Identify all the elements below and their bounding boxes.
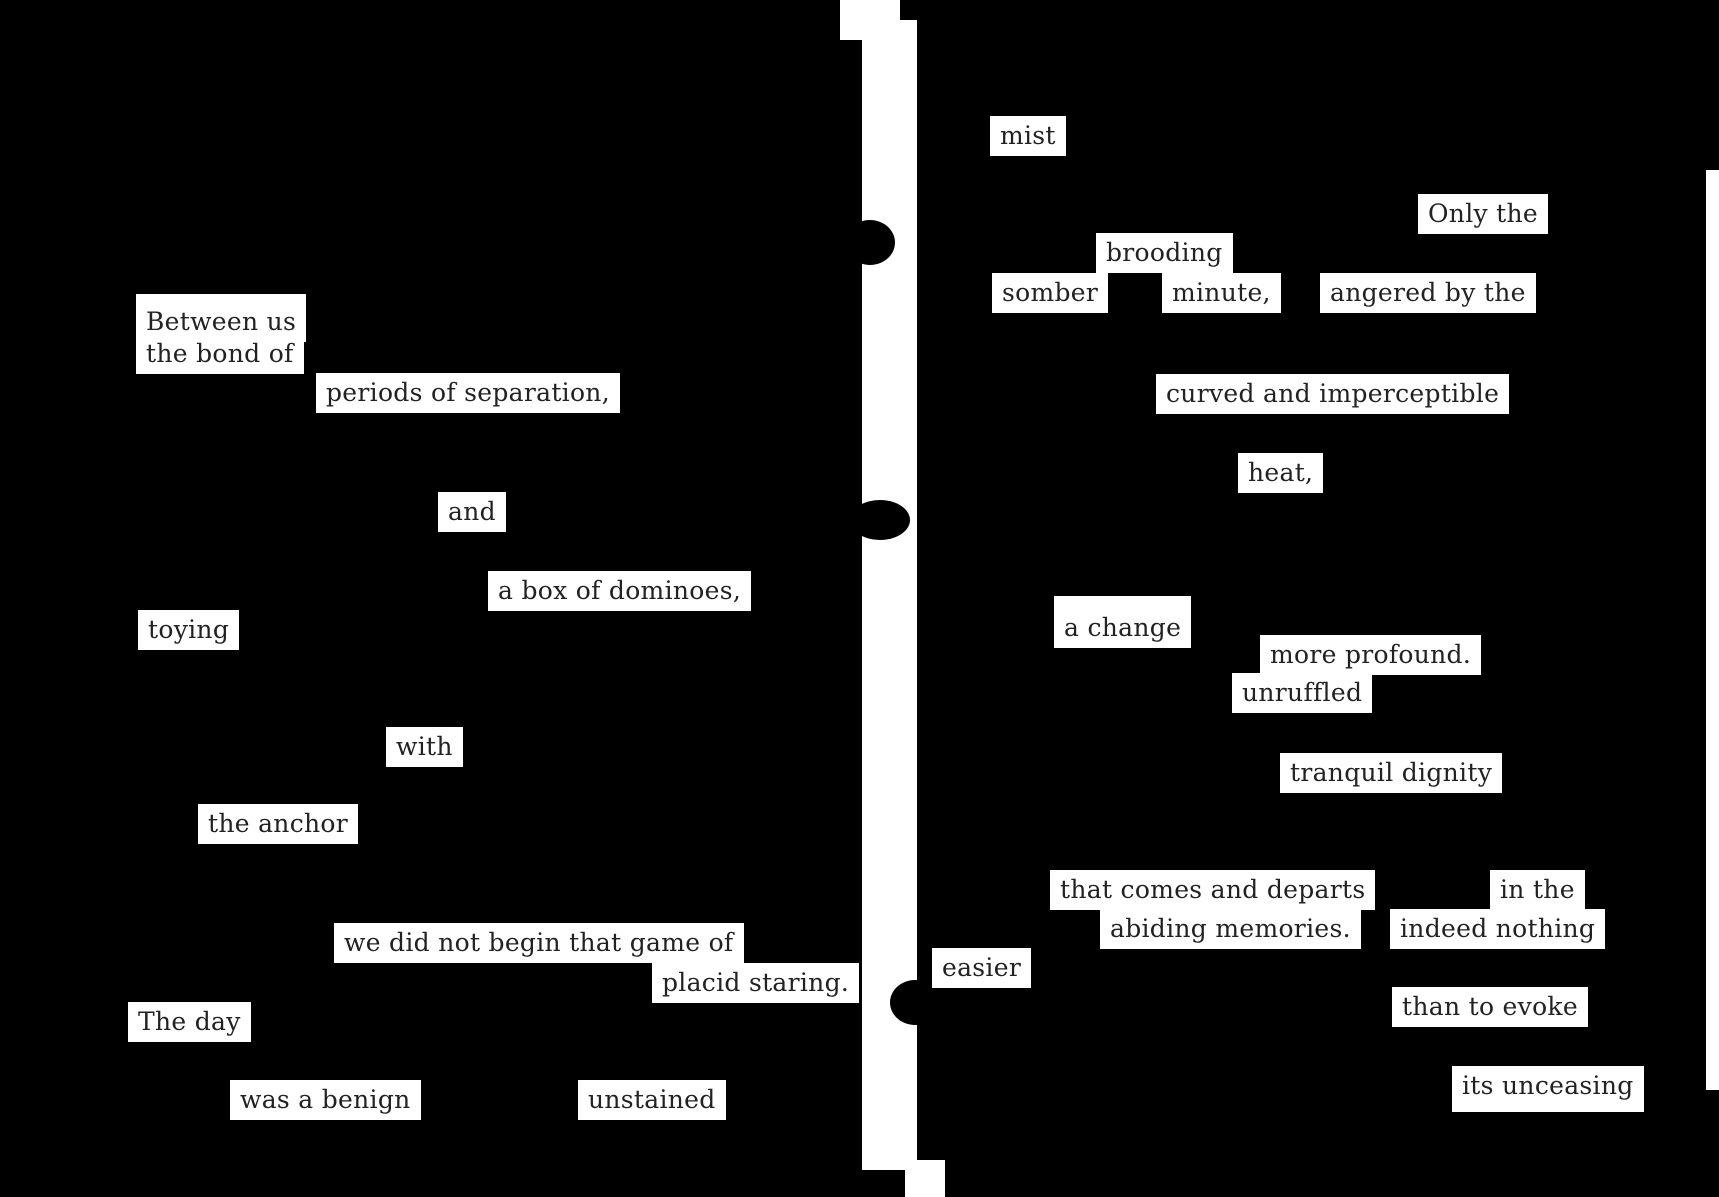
blackout-word: a box of dominoes, [488, 571, 752, 611]
blackout-word: placid staring. [652, 963, 860, 1003]
blackout-word: curved and imperceptible [1156, 374, 1510, 414]
blackout-word: mist [990, 116, 1066, 156]
blackout-word: than to evoke [1392, 987, 1588, 1027]
blackout-word: the anchor [198, 804, 358, 844]
blackout-word: toying [138, 610, 240, 650]
bottom-edge [905, 1160, 945, 1197]
blackout-word: Only the [1418, 194, 1549, 234]
blackout-word: more profound. [1260, 635, 1482, 675]
blackout-word: with [386, 727, 463, 767]
blackout-word: was a benign [230, 1080, 421, 1120]
right-margin [1706, 170, 1719, 1090]
blackout-word: that comes and departs [1050, 870, 1376, 910]
blackout-word: a change [1054, 596, 1192, 648]
blackout-word: unstained [578, 1080, 726, 1120]
blackout-word: periods of separation, [316, 373, 620, 413]
blackout-word: minute, [1162, 273, 1281, 313]
blackout-word: brooding [1096, 233, 1233, 273]
blackout-word: unruffled [1232, 673, 1373, 713]
top-gap [840, 0, 900, 40]
blackout-word: we did not begin that game of [334, 923, 744, 963]
page-gutter [862, 20, 917, 1170]
blackout-word: angered by the [1320, 273, 1536, 313]
blackout-word: heat, [1238, 453, 1324, 493]
blackout-word: indeed nothing [1390, 909, 1606, 949]
blackout-word: abiding memories. [1100, 909, 1361, 949]
blackout-word: in the [1490, 870, 1585, 910]
blackout-word: somber [992, 273, 1109, 313]
blackout-word: tranquil dignity [1280, 753, 1503, 793]
blackout-word: The day [128, 1002, 251, 1042]
blackout-word: its unceasing [1452, 1066, 1644, 1112]
blackout-word: the bond of [136, 334, 304, 374]
blackout-word: and [438, 492, 506, 532]
blackout-word: easier [932, 948, 1032, 988]
